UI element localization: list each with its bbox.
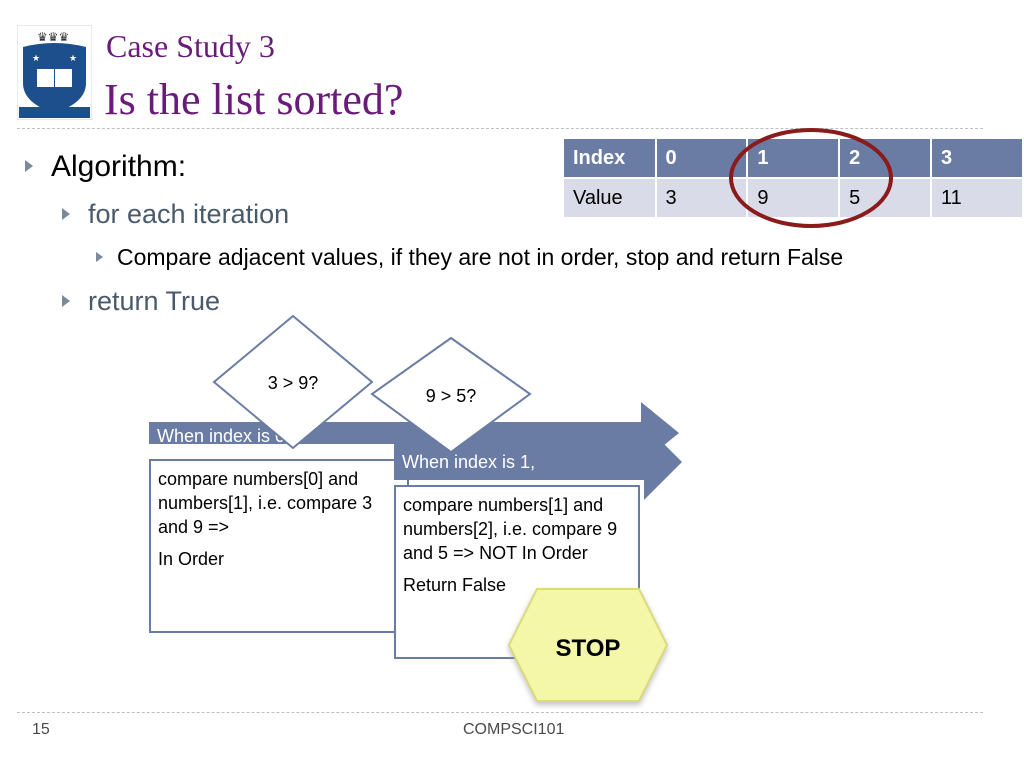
table-header-cell: 3	[929, 137, 1024, 179]
arrow-label: When index is 1,	[402, 452, 535, 472]
svg-text:3 > 9?: 3 > 9?	[268, 373, 319, 393]
arrow-index-1: When index is 1,	[394, 424, 682, 500]
course-name: COMPSCI101	[463, 721, 565, 738]
bullet-arrow-icon	[62, 294, 70, 307]
table-header-cell: 0	[654, 137, 749, 179]
bullet-compare: Compare adjacent values, if they are not…	[96, 244, 843, 271]
table-row: Value 3 9 5 11	[562, 177, 1024, 219]
page-number: 15	[32, 721, 50, 738]
svg-text:STOP: STOP	[556, 635, 621, 662]
arrow-label: When index is 0,	[157, 426, 290, 446]
table-cell: 9	[746, 177, 841, 219]
svg-text:★: ★	[69, 53, 77, 63]
index-value-table: Index 0 1 2 3 Value 3 9 5 11	[562, 137, 1024, 219]
table-header-cell: 1	[746, 137, 841, 179]
svg-text:♛♛♛: ♛♛♛	[37, 30, 69, 44]
highlight-circle	[729, 128, 893, 228]
step-box-index-0: compare numbers[0] and numbers[1], i.e. …	[149, 459, 409, 633]
arrow-index-0: When index is 0,	[149, 402, 679, 464]
table-header-cell: Index	[562, 137, 657, 179]
decision-diamond-2: 9 > 5?	[370, 336, 532, 454]
svg-text:★: ★	[32, 53, 40, 63]
table-cell: 11	[929, 177, 1024, 219]
decision-diamond-1: 3 > 9?	[212, 314, 374, 450]
header-divider	[17, 128, 983, 129]
slide-subtitle: Case Study 3	[106, 28, 275, 64]
bullet-arrow-icon	[96, 251, 103, 262]
university-logo: ♛♛♛ ★ ★	[16, 24, 93, 121]
svg-text:9 > 5?: 9 > 5?	[426, 386, 477, 406]
bullet-algorithm: Algorithm:	[25, 150, 186, 184]
footer-divider	[17, 712, 983, 713]
bullet-arrow-icon	[25, 160, 33, 173]
bullet-arrow-icon	[62, 207, 70, 220]
slide-title: Is the list sorted?	[104, 75, 404, 124]
table-cell: Value	[562, 177, 657, 219]
table-row: Index 0 1 2 3	[562, 137, 1024, 179]
stop-hexagon: STOP	[507, 588, 669, 702]
bullet-for-each: for each iteration	[62, 199, 289, 230]
bullet-return-true: return True	[62, 286, 220, 317]
